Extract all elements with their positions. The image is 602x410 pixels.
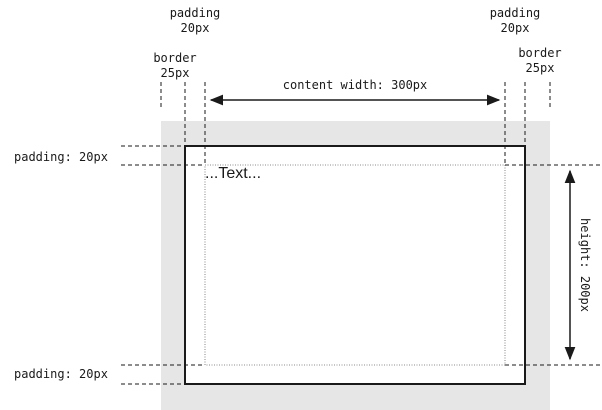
content-width-label: content width: 300px bbox=[283, 78, 428, 92]
content-area-outline bbox=[204, 164, 506, 366]
height-label: height: 200px bbox=[578, 218, 592, 312]
padding-top-label: padding: 20px bbox=[14, 150, 108, 164]
sample-text: ...Text... bbox=[205, 165, 261, 182]
border-left-title: border bbox=[153, 51, 196, 65]
border-right-title: border bbox=[518, 46, 561, 60]
padding-left-value: 20px bbox=[181, 21, 210, 35]
border-left-value: 25px bbox=[161, 66, 190, 80]
border-right-value: 25px bbox=[526, 61, 555, 75]
padding-bottom-label: padding: 20px bbox=[14, 367, 108, 381]
top-guides bbox=[160, 82, 551, 165]
padding-right-value: 20px bbox=[501, 21, 530, 35]
padding-left-title: padding bbox=[170, 6, 221, 20]
side-guides bbox=[121, 145, 600, 385]
element-box bbox=[184, 145, 526, 385]
padding-right-title: padding bbox=[490, 6, 541, 20]
